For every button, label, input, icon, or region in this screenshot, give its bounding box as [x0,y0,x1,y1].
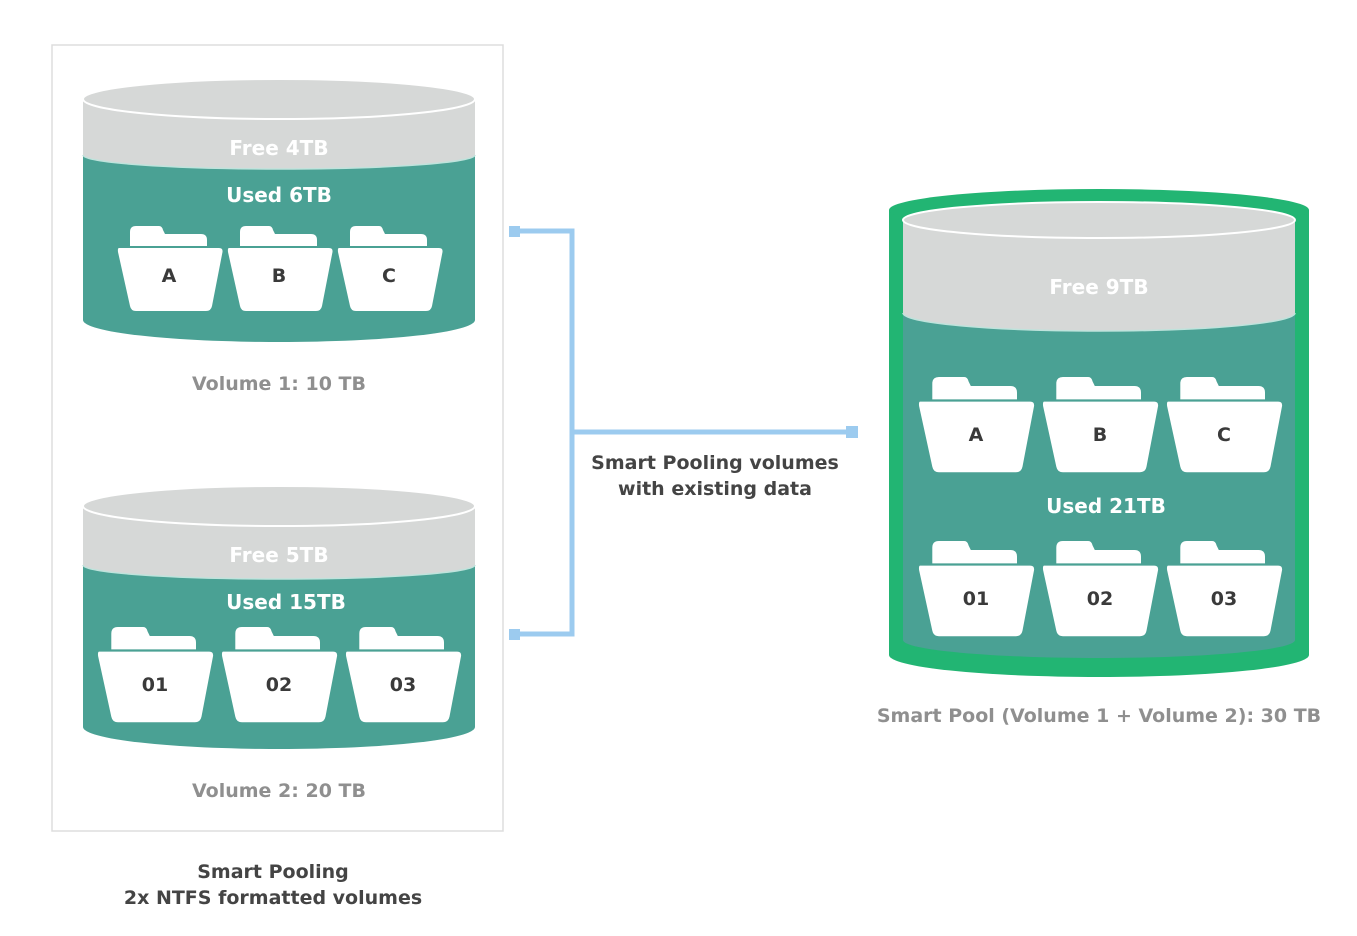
volume-1-free-label: Free 4TB [229,136,328,160]
pooling-connector [509,226,858,640]
volume-2-caption: Volume 2: 20 TB [192,780,366,802]
source-group-caption-line1: Smart Pooling [197,861,349,883]
volume-2-used-label: Used 15TB [226,590,346,614]
volume-1-used-label: Used 6TB [226,183,332,207]
connector-label-line2: with existing data [618,478,812,500]
pool-free-label: Free 9TB [1049,275,1148,299]
folder-label: 03 [1211,588,1237,610]
source-group-caption-line2: 2x NTFS formatted volumes [124,887,422,909]
folder-label: B [1093,424,1107,446]
pool-used-label: Used 21TB [1046,494,1166,518]
volume-2-free-label: Free 5TB [229,543,328,567]
volume-1-caption: Volume 1: 10 TB [192,373,366,395]
folder-label: A [969,424,984,446]
source-volumes-frame [51,44,504,832]
folder-label: C [382,265,396,287]
folder-label: 01 [142,674,168,696]
pool-caption: Smart Pool (Volume 1 + Volume 2): 30 TB [877,705,1321,727]
folder-label: A [162,265,177,287]
folder-label: 02 [266,674,292,696]
connector-label-line1: Smart Pooling volumes [591,452,839,474]
folder-label: 01 [963,588,989,610]
folder-label: B [272,265,286,287]
folder-label: 02 [1087,588,1113,610]
folder-label: C [1217,424,1231,446]
folder-label: 03 [390,674,416,696]
